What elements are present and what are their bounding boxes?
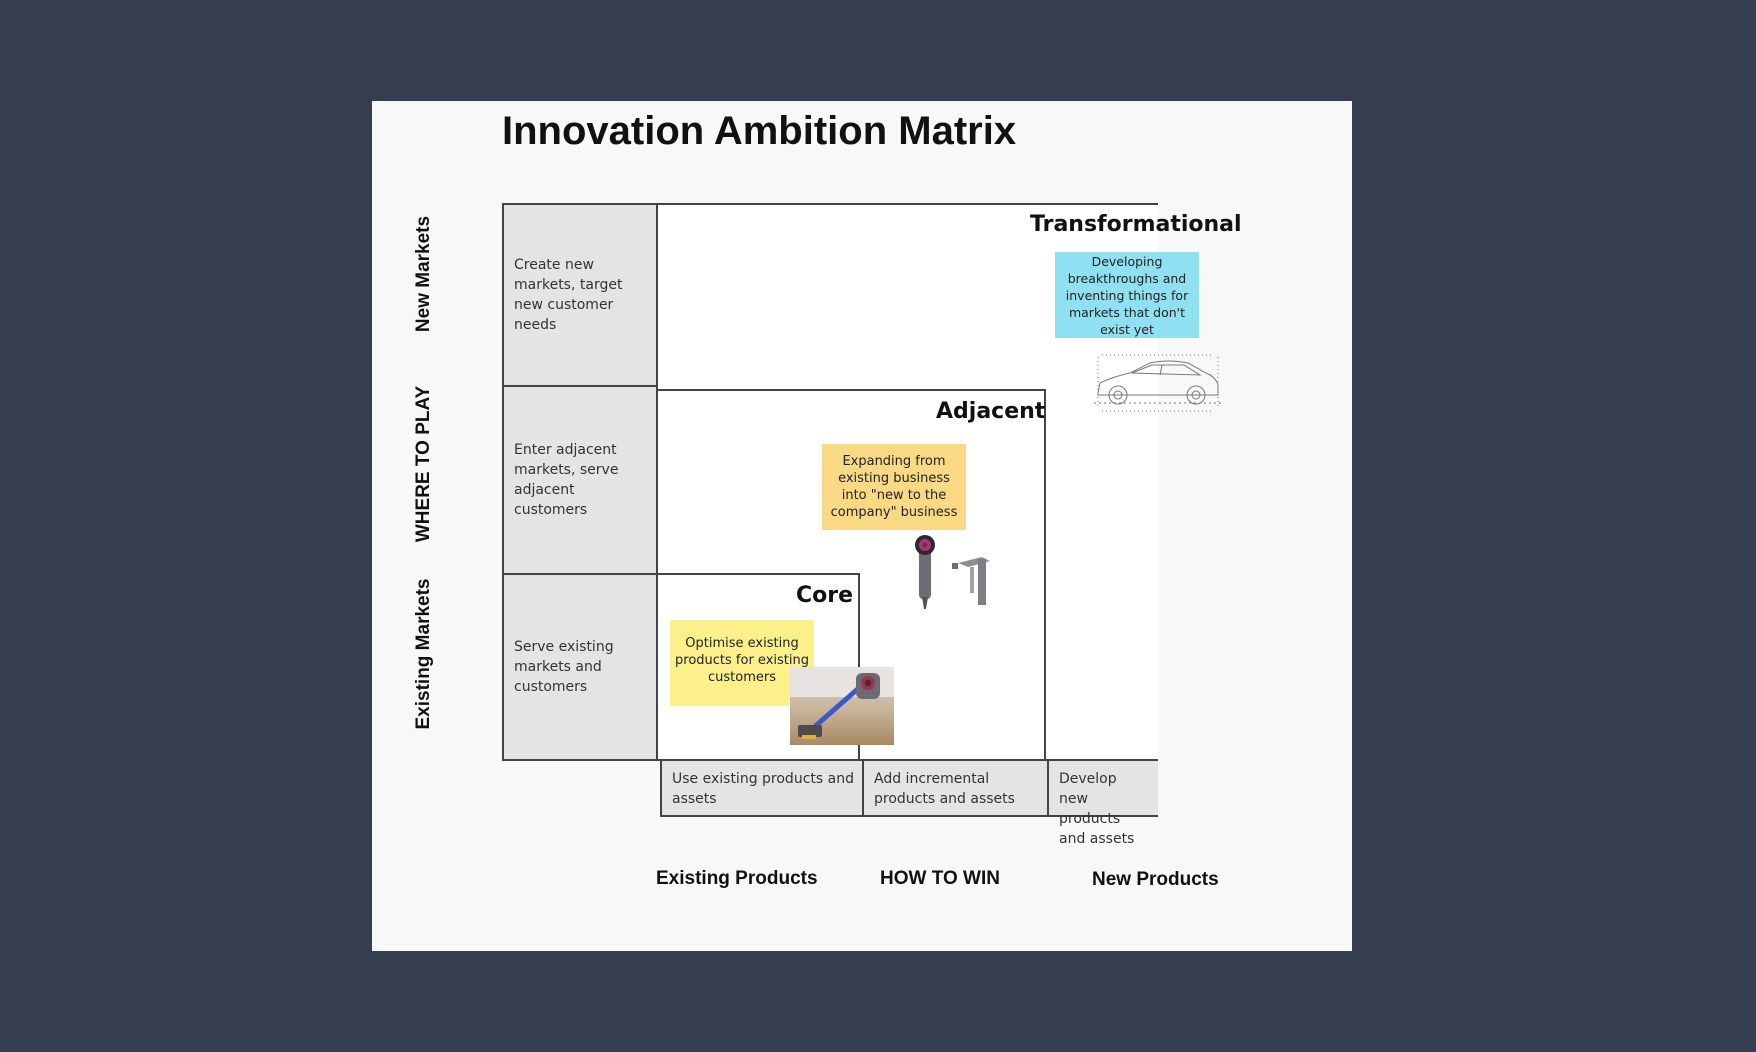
slide-title: Innovation Ambition Matrix <box>502 109 1017 153</box>
x-axis-right-label: New Products <box>1092 869 1219 890</box>
y-axis-top-label: New Markets <box>413 215 434 333</box>
x-axis-title: HOW TO WIN <box>880 868 1000 889</box>
row-header-new-markets: Create new markets, target new customer … <box>502 203 658 387</box>
x-axis-left-label: Existing Products <box>656 868 818 889</box>
column-header-existing-products: Use existing products and assets <box>660 759 864 817</box>
transformational-note: Developing breakthroughs and inventing t… <box>1055 252 1199 338</box>
row-header-text: Enter adjacent markets, serve adjacent c… <box>514 442 619 518</box>
transformational-label: Transformational <box>1030 212 1242 237</box>
matrix-slide: Innovation Ambition Matrix New Markets W… <box>372 101 1352 951</box>
row-header-adjacent-markets: Enter adjacent markets, serve adjacent c… <box>502 385 658 575</box>
y-axis-bottom-label: Existing Markets <box>413 578 434 730</box>
column-header-incremental-products: Add incremental products and assets <box>862 759 1049 817</box>
row-header-existing-markets: Serve existing markets and customers <box>502 573 658 761</box>
column-header-text: Use existing products and assets <box>672 771 854 807</box>
column-header-text: Develop new products and assets <box>1059 771 1135 847</box>
adjacent-note: Expanding from existing business into "n… <box>822 444 966 530</box>
column-header-text: Add incremental products and assets <box>874 771 1015 807</box>
column-header-new-products: Develop new products and assets <box>1047 759 1158 847</box>
y-axis-title: WHERE TO PLAY <box>413 385 434 543</box>
hairdryer-and-tap-icon <box>915 535 990 609</box>
core-label: Core <box>796 583 854 608</box>
adjacent-label: Adjacent <box>936 399 1046 424</box>
row-header-text: Serve existing markets and customers <box>514 639 614 695</box>
vacuum-cleaner-photo <box>790 667 894 745</box>
row-header-text: Create new markets, target new customer … <box>514 257 623 333</box>
car-sketch-icon <box>1094 354 1222 412</box>
